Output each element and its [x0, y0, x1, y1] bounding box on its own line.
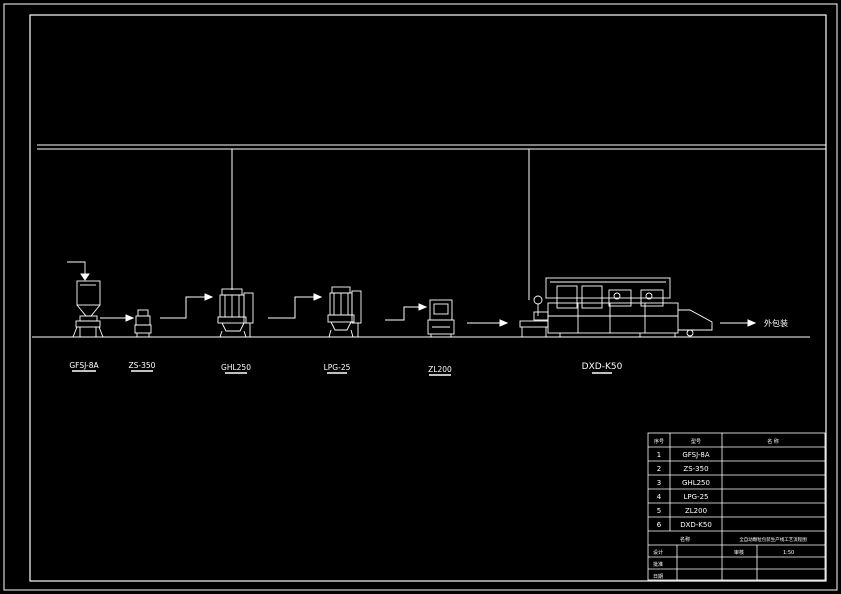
tb-row-label: 名称	[680, 536, 690, 543]
tb-date-label: 日期	[653, 574, 663, 580]
label-zs-350: ZS-350	[129, 361, 156, 370]
label-gfsj-8a: GFSJ-8A	[69, 361, 99, 370]
tb-no-3: 3	[657, 479, 661, 487]
tb-check-label: 审核	[734, 549, 744, 556]
machine-lpg-25	[327, 286, 362, 338]
inner-border	[29, 14, 827, 582]
title-block	[647, 432, 826, 581]
tb-drawing-title: 全自动颗粒包装生产线工艺流程图	[739, 536, 807, 543]
machine-gfsj-8a	[67, 261, 104, 338]
tb-approve-label: 批准	[653, 561, 663, 568]
tb-design-label: 设计	[653, 549, 663, 556]
tb-no-4: 4	[657, 493, 662, 501]
flow-arrow-3	[268, 293, 323, 319]
tb-header-name: 名 称	[767, 438, 779, 445]
flow-arrow-4	[385, 303, 428, 321]
tb-model-3: GHL250	[682, 479, 710, 487]
tb-no-5: 5	[657, 507, 661, 515]
flow-arrow-6	[720, 319, 757, 327]
flow-arrow-2	[160, 293, 214, 319]
machine-dxd-k50	[519, 277, 713, 337]
label-dxd-k50: DXD-K50	[582, 362, 623, 372]
machine-ghl250	[217, 288, 254, 338]
tb-no-6: 6	[657, 521, 662, 529]
label-lpg-25: LPG-25	[324, 363, 351, 372]
label-ghl250: GHL250	[221, 363, 251, 372]
tb-scale-value: 1:50	[783, 550, 794, 556]
output-label: 外包装	[764, 318, 788, 328]
tb-model-4: LPG-25	[684, 493, 709, 501]
flow-arrow-5	[467, 319, 509, 327]
tb-model-2: ZS-350	[683, 465, 708, 473]
tb-no-2: 2	[657, 465, 661, 473]
machine-zl200	[427, 299, 455, 337]
label-zl200: ZL200	[428, 365, 452, 374]
tb-model-5: ZL200	[685, 507, 707, 515]
flow-arrow-1	[100, 314, 135, 322]
tb-header-no: 序号	[654, 438, 664, 445]
tb-no-1: 1	[657, 451, 661, 459]
machine-zs-350	[134, 309, 152, 337]
outer-border	[3, 3, 838, 591]
tb-model-1: GFSJ-8A	[682, 451, 710, 459]
tb-header-model: 型号	[691, 438, 701, 445]
tb-model-6: DXD-K50	[680, 521, 712, 529]
